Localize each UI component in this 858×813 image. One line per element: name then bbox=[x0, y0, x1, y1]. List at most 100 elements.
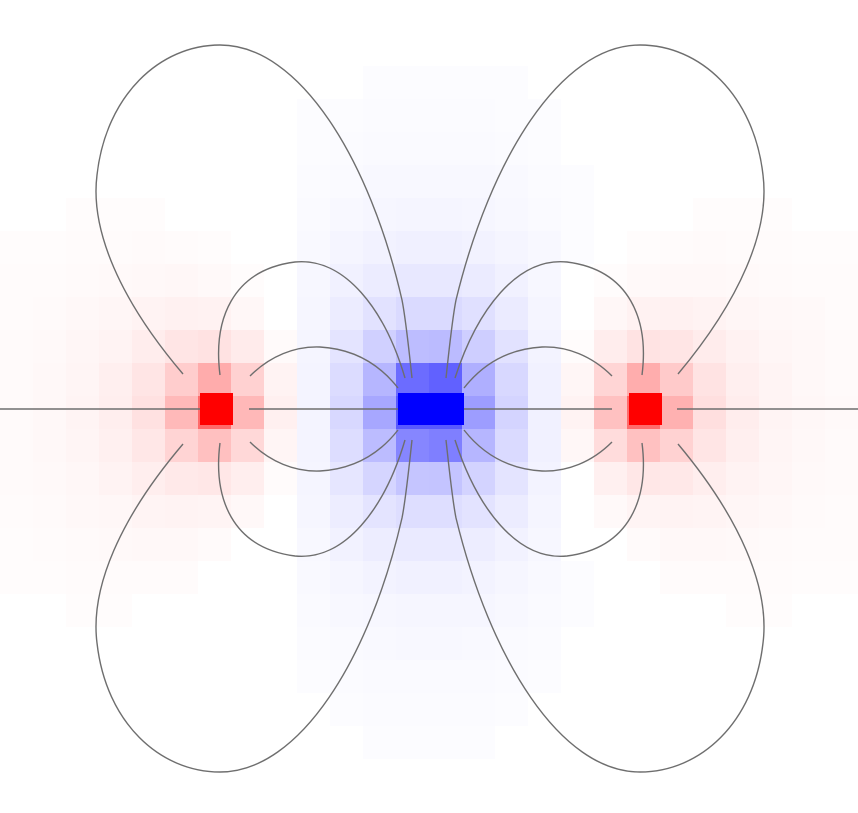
potential-cell bbox=[363, 561, 396, 594]
potential-cell bbox=[396, 99, 429, 132]
potential-cell bbox=[693, 231, 726, 264]
potential-cell bbox=[462, 264, 495, 297]
potential-cell bbox=[429, 693, 462, 726]
potential-cell bbox=[792, 297, 825, 330]
potential-cell bbox=[627, 231, 660, 264]
potential-cell bbox=[297, 363, 330, 396]
potential-cell bbox=[99, 528, 132, 561]
potential-cell bbox=[660, 297, 693, 330]
potential-cell bbox=[33, 231, 66, 264]
potential-cell bbox=[330, 363, 363, 396]
potential-cell bbox=[429, 297, 462, 330]
potential-cell bbox=[792, 528, 825, 561]
potential-cell bbox=[759, 528, 792, 561]
potential-cell bbox=[792, 429, 825, 462]
potential-cell bbox=[759, 561, 792, 594]
inner-loop-bottom-left bbox=[249, 429, 399, 472]
potential-cell bbox=[429, 594, 462, 627]
potential-cell bbox=[363, 726, 396, 759]
potential-cell bbox=[462, 297, 495, 330]
potential-cell bbox=[495, 660, 528, 693]
potential-cell bbox=[396, 198, 429, 231]
potential-cell bbox=[165, 363, 198, 396]
potential-cell bbox=[330, 495, 363, 528]
potential-cell bbox=[0, 396, 33, 429]
potential-cell bbox=[99, 198, 132, 231]
potential-cell bbox=[792, 231, 825, 264]
potential-cell bbox=[825, 495, 858, 528]
potential-cell bbox=[165, 297, 198, 330]
potential-cell bbox=[264, 429, 297, 462]
potential-cell bbox=[726, 495, 759, 528]
potential-cell bbox=[33, 561, 66, 594]
potential-cell bbox=[33, 462, 66, 495]
positive-charge-left bbox=[200, 393, 233, 425]
potential-cell bbox=[165, 561, 198, 594]
potential-cell bbox=[693, 528, 726, 561]
middle-loop-top-left bbox=[217, 261, 406, 379]
potential-cell bbox=[33, 363, 66, 396]
inner-loop-top-right bbox=[463, 346, 613, 389]
potential-cell bbox=[396, 132, 429, 165]
potential-cell bbox=[792, 264, 825, 297]
potential-cell bbox=[429, 627, 462, 660]
potential-cell bbox=[495, 561, 528, 594]
potential-cell bbox=[429, 363, 462, 396]
potential-cell bbox=[825, 363, 858, 396]
potential-cell bbox=[0, 231, 33, 264]
potential-cell bbox=[198, 429, 231, 462]
field-lines bbox=[0, 44, 858, 773]
outer-lobe-top-left bbox=[95, 44, 413, 379]
potential-cell bbox=[330, 330, 363, 363]
potential-cell bbox=[495, 132, 528, 165]
potential-cell bbox=[165, 330, 198, 363]
potential-cell bbox=[792, 330, 825, 363]
potential-cell bbox=[429, 165, 462, 198]
potential-cell bbox=[495, 198, 528, 231]
potential-cell bbox=[561, 561, 594, 594]
potential-cell bbox=[528, 165, 561, 198]
potential-cell bbox=[0, 297, 33, 330]
potential-cell bbox=[165, 264, 198, 297]
potential-cell bbox=[627, 363, 660, 396]
potential-cell bbox=[660, 330, 693, 363]
potential-cell bbox=[462, 99, 495, 132]
potential-cell bbox=[66, 594, 99, 627]
potential-cell bbox=[759, 330, 792, 363]
potential-cell bbox=[330, 627, 363, 660]
potential-cell bbox=[429, 561, 462, 594]
potential-cell bbox=[462, 528, 495, 561]
potential-cell bbox=[693, 264, 726, 297]
potential-cell bbox=[627, 528, 660, 561]
potential-cell bbox=[99, 594, 132, 627]
potential-cell bbox=[462, 396, 495, 429]
potential-cell bbox=[528, 198, 561, 231]
potential-cell bbox=[330, 429, 363, 462]
potential-cell bbox=[297, 297, 330, 330]
potential-cell bbox=[792, 561, 825, 594]
potential-cell bbox=[99, 462, 132, 495]
potential-cell bbox=[330, 231, 363, 264]
potential-cell bbox=[165, 462, 198, 495]
potential-cell bbox=[66, 528, 99, 561]
potential-cell bbox=[297, 660, 330, 693]
potential-cell bbox=[330, 198, 363, 231]
potential-cell bbox=[297, 165, 330, 198]
potential-cell bbox=[99, 231, 132, 264]
potential-cell bbox=[429, 132, 462, 165]
potential-cell bbox=[297, 594, 330, 627]
potential-cell bbox=[429, 660, 462, 693]
potential-cell bbox=[198, 264, 231, 297]
potential-cell bbox=[693, 396, 726, 429]
potential-cell bbox=[561, 396, 594, 429]
potential-cell bbox=[495, 165, 528, 198]
potential-cell bbox=[561, 594, 594, 627]
charges bbox=[200, 393, 662, 425]
inner-loop-bottom-right bbox=[463, 429, 613, 472]
potential-cell bbox=[627, 297, 660, 330]
potential-cell bbox=[264, 330, 297, 363]
potential-cell bbox=[528, 495, 561, 528]
potential-cell bbox=[693, 561, 726, 594]
